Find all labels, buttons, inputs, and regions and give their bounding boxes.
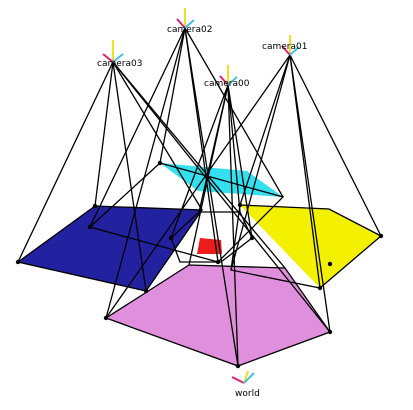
camera03-ray: [112, 61, 203, 211]
camera01-ray: [289, 54, 331, 333]
camera01-plane-outline: [230, 204, 383, 289]
coordinate-axes-icon: [281, 35, 300, 56]
corner-point: [235, 363, 241, 369]
coordinate-axes-icon: [176, 8, 195, 29]
camera02-ray: [184, 27, 284, 198]
camera02-ray: [184, 27, 239, 367]
corner-point: [87, 224, 93, 230]
frustum-lines: [17, 27, 382, 367]
camera00-ray: [227, 84, 253, 239]
camera02-ray: [105, 27, 186, 319]
camera03-image-plane: [18, 206, 202, 291]
corner-point: [103, 315, 109, 321]
corner-point: [327, 261, 333, 267]
camera03-ray: [112, 61, 331, 333]
camera00-ray: [188, 84, 229, 266]
camera01-image-plane: [240, 205, 381, 288]
camera00-ray: [227, 84, 239, 367]
world-plane-outline: [104, 264, 332, 367]
camera01-ray: [105, 54, 291, 319]
corner-point: [143, 288, 149, 294]
camera01-ray: [239, 54, 291, 206]
camera03-ray: [94, 61, 114, 207]
camera02-label: camera02: [167, 25, 212, 35]
corner-point: [215, 259, 221, 265]
corner-point: [317, 285, 323, 291]
plane-corner-points: [15, 160, 384, 369]
corner-point: [92, 203, 98, 209]
camera02-ray: [89, 27, 186, 228]
camera01-ray: [289, 54, 382, 237]
camera03-ray: [112, 61, 286, 269]
coordinate-axes-icon: [102, 40, 124, 63]
camera02-ray: [159, 27, 186, 164]
camera00-ray: [227, 84, 241, 213]
camera00-ray: [170, 84, 229, 239]
corner-point: [249, 235, 255, 241]
camera03-label: camera03: [97, 59, 142, 69]
corner-point: [157, 160, 163, 166]
camera00-label: camera00: [204, 79, 250, 89]
corner-point: [378, 233, 384, 239]
corner-point: [237, 202, 243, 208]
camera03-ray: [112, 61, 147, 292]
corner-point: [15, 259, 21, 265]
world-plane: [106, 265, 330, 366]
corner-point: [327, 329, 333, 335]
camera01-label: camera01: [262, 42, 307, 52]
world-label: world: [235, 389, 260, 399]
coordinate-axes-icon: [219, 65, 238, 86]
corner-point: [168, 235, 174, 241]
camera03-ray: [17, 61, 114, 263]
camera01-ray: [230, 54, 291, 271]
coordinate-axes-icon: [231, 370, 255, 384]
image-planes: [18, 163, 381, 366]
